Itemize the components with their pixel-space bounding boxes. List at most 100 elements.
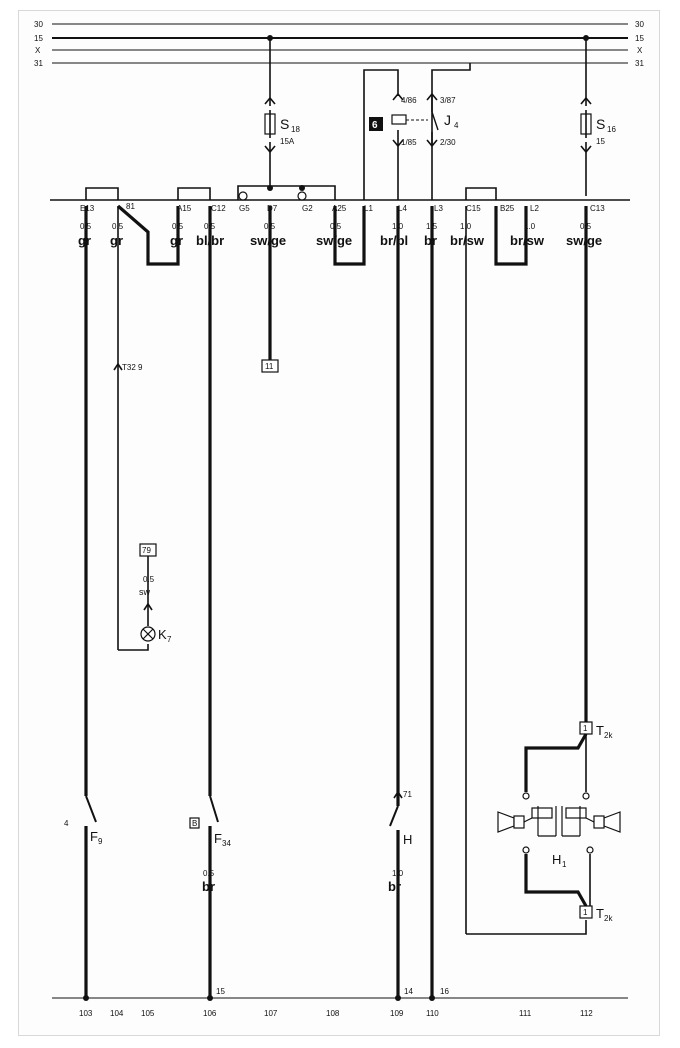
- horn-connector-bottom: [579, 905, 593, 919]
- pin-c15: C15: [466, 204, 481, 213]
- relay-contact-icon: [431, 111, 439, 131]
- pin-l2: L2: [530, 204, 539, 213]
- pin-81: 81: [126, 202, 135, 211]
- column-number: 110: [426, 1009, 439, 1018]
- relay-number-box: [369, 117, 383, 131]
- pin-a15: A15: [177, 204, 192, 213]
- fuse-s16-rating: 15: [596, 137, 605, 146]
- bridges: [85, 185, 497, 201]
- lamp-k7-label: K: [158, 627, 167, 642]
- column-numbers: 103 104 105 106 107 108 109 110 111 112: [79, 1009, 593, 1018]
- pin-l1: L1: [364, 204, 373, 213]
- junction-dot: [83, 995, 89, 1001]
- switch-h-icon: [389, 805, 399, 827]
- switch-h-mark: 71: [403, 790, 412, 799]
- pin-c12: C12: [211, 204, 226, 213]
- relay-number: 6: [372, 120, 378, 131]
- loop-a25-l1: [333, 206, 366, 266]
- circuit-k7: T32 9 79 0.5 sw K 7: [113, 204, 180, 651]
- bottom-mark-16: 16: [440, 987, 449, 996]
- bottom-mark-15: 15: [216, 987, 225, 996]
- bottom-mark-14: 14: [404, 987, 413, 996]
- circuit-h: 71 H 1.0 br 14: [388, 206, 413, 1001]
- relay-pin-86: 4/86: [401, 96, 417, 105]
- switch-f9-icon: [85, 795, 97, 823]
- switch-h-color: br: [388, 879, 401, 894]
- wire-color: gr: [110, 233, 123, 248]
- bus-label-right-31: 31: [635, 59, 644, 68]
- lamp-k7-sub: 7: [167, 635, 172, 644]
- pin-g5: G5: [239, 204, 250, 213]
- page-frame: [18, 10, 660, 1036]
- horn-label: H: [552, 852, 561, 867]
- wire-color: br/sw: [450, 233, 485, 248]
- bus-label-left-x: X: [35, 46, 41, 55]
- column-number: 108: [326, 1009, 340, 1018]
- horn-connector-label: T: [596, 906, 604, 921]
- switch-f9-sub: 9: [98, 837, 103, 846]
- wire-gauge: 1.0: [524, 222, 536, 231]
- horn-sub: 1: [562, 860, 567, 869]
- bus-label-left-30: 30: [34, 20, 43, 29]
- column-number: 104: [110, 1009, 124, 1018]
- fuse-s16: S 16 15: [580, 38, 616, 196]
- switch-f34-icon: [209, 795, 219, 823]
- switch-h-label: H: [403, 832, 412, 847]
- circuit-ground: 11: [261, 206, 279, 373]
- fuse-s18: S 18 15A: [264, 38, 300, 188]
- relay-j4: 6 4/86 3/87 1/85 2/30 J 4: [363, 63, 471, 200]
- switch-f34-label: F: [214, 831, 222, 846]
- relay-pin-85: 1/85: [401, 138, 417, 147]
- column-number: 112: [580, 1009, 593, 1018]
- pin-c13: C13: [590, 204, 605, 213]
- connector-t32: T32 9: [122, 363, 143, 372]
- bus-label-right-x: X: [637, 46, 643, 55]
- relay-coil-icon: [391, 114, 407, 125]
- k7-gauge: 0.5: [143, 575, 155, 584]
- bus-label-right-15: 15: [635, 34, 644, 43]
- pin-a25: A25: [332, 204, 347, 213]
- circuit-f34: B F 34 0.5 br 15: [189, 206, 231, 1001]
- junction-dot: [207, 995, 213, 1001]
- switch-f9-label: F: [90, 829, 98, 844]
- horn-connector-box: 1: [583, 724, 588, 733]
- relay-pin-30: 2/30: [440, 138, 456, 147]
- bus-label-left-15: 15: [34, 34, 43, 43]
- fuse-s18-rating: 15A: [280, 137, 295, 146]
- horn-connector-label: T: [596, 723, 604, 738]
- switch-f34-gauge: 0.5: [203, 869, 215, 878]
- junction-dot: [395, 995, 401, 1001]
- circuit-110: 16: [429, 206, 449, 1001]
- pin-d7: D7: [267, 204, 278, 213]
- fuse-s18-sub: 18: [291, 125, 300, 134]
- column-number: 111: [519, 1009, 532, 1018]
- k7-box-label: 79: [142, 546, 151, 555]
- relay-label: J: [444, 112, 451, 128]
- switch-f34-mark: B: [192, 819, 197, 828]
- switch-h-gauge: 1.0: [392, 869, 404, 878]
- pin-g2: G2: [302, 204, 313, 213]
- fuse-s16-sub: 16: [607, 125, 616, 134]
- circuit-horn: 1 T 2k H 1 1 T 2k: [465, 206, 621, 935]
- column-number: 106: [203, 1009, 217, 1018]
- bus-label-left-31: 31: [34, 59, 43, 68]
- wire-labels: 0.5 gr 0.5 gr 0.5 gr 0.5 bl/br 0.5 sw/ge…: [78, 222, 602, 248]
- horn-connector-sub: 2k: [604, 914, 613, 923]
- pin-b25: B25: [500, 204, 515, 213]
- fuse-s16-label: S: [596, 116, 605, 132]
- fuse-s18-label: S: [280, 116, 289, 132]
- switch-f34-sub: 34: [222, 839, 231, 848]
- switch-f34-color: br: [202, 879, 215, 894]
- bus-label-right-30: 30: [635, 20, 644, 29]
- wire-color: sw/ge: [566, 233, 602, 248]
- pin-l4: L4: [398, 204, 407, 213]
- bus-lines: 30 15 X 31 30 15 X 31: [34, 20, 644, 68]
- horn-connector-sub: 2k: [604, 731, 613, 740]
- switch-f9-mark: 4: [64, 819, 69, 828]
- column-number: 103: [79, 1009, 93, 1018]
- ground-box-label: 11: [265, 362, 274, 371]
- horn-icon: [497, 806, 621, 837]
- ground-box: [261, 359, 279, 373]
- junction-dot: [429, 995, 435, 1001]
